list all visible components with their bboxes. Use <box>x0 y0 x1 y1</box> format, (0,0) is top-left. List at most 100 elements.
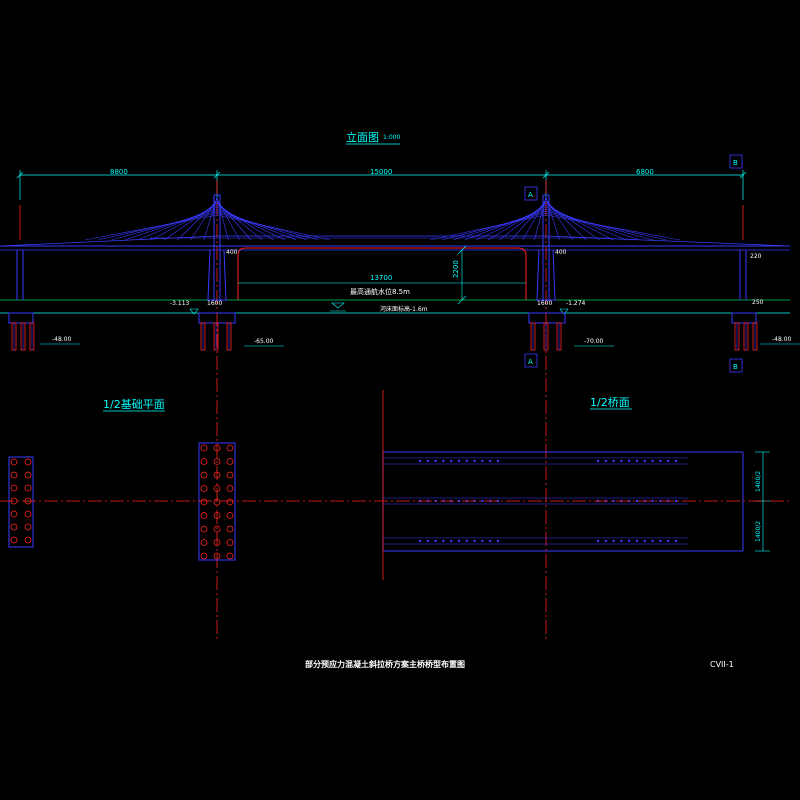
cable-anchor <box>442 459 445 463</box>
stay-cable <box>545 214 681 241</box>
cable-anchor <box>481 459 484 463</box>
stay-cable <box>216 206 285 241</box>
section-b-marker-bottom <box>729 358 743 373</box>
level-left-label: -3.113 <box>170 300 190 307</box>
pile-circle <box>213 444 221 452</box>
tower-right <box>542 194 550 300</box>
right-pier-top-label: 400 <box>555 249 567 256</box>
section-a-marker-top <box>524 186 538 201</box>
cable-anchor <box>667 459 670 463</box>
stay-cable <box>216 208 297 241</box>
pile-circle <box>226 498 234 506</box>
cable-anchor <box>604 539 607 543</box>
pile-circle <box>200 512 208 519</box>
pile-circle <box>213 458 221 465</box>
bridge-deck <box>0 235 791 251</box>
level-left-symbol <box>189 308 199 315</box>
cable-anchor <box>674 499 678 503</box>
cable-anchor <box>473 459 476 463</box>
stay-cable <box>164 202 218 241</box>
cable-anchor <box>612 459 615 463</box>
cable-anchor <box>442 539 445 543</box>
pile-circle <box>200 552 208 560</box>
stay-cable <box>545 202 600 241</box>
pile-circle <box>213 552 221 560</box>
cable-anchor <box>674 539 678 543</box>
clear-span-label: 13700 <box>370 274 392 282</box>
cable-anchor <box>659 459 662 463</box>
stay-cable <box>84 214 218 241</box>
right-cap-width-label: 1600 <box>537 300 552 307</box>
end-cap-plan-left <box>8 456 34 548</box>
pile-circle <box>213 525 221 533</box>
cable-anchor <box>473 539 476 543</box>
cable-anchor <box>620 459 623 463</box>
cable-anchor <box>635 539 639 543</box>
stay-cable <box>124 208 218 241</box>
stay-cable <box>545 196 560 241</box>
section-a-marker-bottom <box>524 353 538 368</box>
end-pier-right <box>731 250 757 324</box>
stay-cables-left <box>84 196 331 241</box>
cable-anchor <box>426 459 429 463</box>
pile-circle <box>24 536 32 544</box>
pile-circle <box>226 512 234 519</box>
pile-circle <box>226 458 234 465</box>
pile-circle <box>200 539 208 546</box>
stay-cable <box>453 210 547 241</box>
tower-pier-right <box>528 249 566 324</box>
end-pier-base-label: 250 <box>752 299 764 306</box>
stay-cable <box>203 196 218 241</box>
stay-cable <box>476 206 547 241</box>
deck-width-upper-label: 1400/2 <box>755 471 762 492</box>
foundation-piles <box>11 322 758 351</box>
pile-tip-right-tower: -70.00 <box>584 338 604 345</box>
cable-anchor <box>643 539 646 543</box>
stay-cable <box>545 206 627 241</box>
deck-plan-title: 1/2桥面 <box>590 396 630 409</box>
cable-anchor <box>457 539 461 543</box>
end-pier-left <box>8 250 34 324</box>
stay-cable <box>216 214 331 241</box>
section-b-marker-top <box>729 154 743 169</box>
pile-circle <box>226 471 234 479</box>
riverbed-level-label: 河床面标高-1.6m <box>380 305 428 313</box>
stay-cable <box>216 210 308 241</box>
pile-circle <box>213 539 221 546</box>
pile-circle <box>200 444 208 452</box>
stay-cable <box>137 206 218 241</box>
cable-anchor <box>434 459 437 463</box>
pile-circle <box>213 498 221 506</box>
pile-circle <box>200 458 208 465</box>
pile-tip-left-tower: -65.00 <box>254 338 274 345</box>
pile-circle <box>226 552 234 560</box>
cable-anchor <box>659 539 662 543</box>
cable-anchor <box>635 459 639 463</box>
pile-plan-circles <box>10 444 234 560</box>
cable-anchor <box>489 539 492 543</box>
cable-anchor <box>596 459 600 463</box>
pile-circle <box>10 471 18 479</box>
stay-cable <box>545 204 614 241</box>
tower-left <box>213 194 221 300</box>
cable-anchor <box>667 539 670 543</box>
span-label-left: 8800 <box>110 168 128 176</box>
elevation-scale: 1:000 <box>383 134 400 141</box>
level-right-symbol <box>559 308 569 315</box>
navigation-level-label: 最高通航水位8.5m <box>350 287 410 296</box>
pile-circle <box>226 525 234 533</box>
drawing-title: 部分预应力混凝土斜拉桥方案主桥桥型布置图 <box>305 659 465 669</box>
deck-plan-view: 1/2桥面 1400/2 1400/2 <box>382 396 770 552</box>
pile-circle <box>24 458 32 466</box>
pile-circle <box>213 512 221 519</box>
cable-anchor <box>674 459 678 463</box>
elevation-title: 立面图 <box>346 130 379 144</box>
cable-anchor <box>457 459 461 463</box>
pile-circle <box>213 485 221 492</box>
pile-circle <box>10 458 18 466</box>
pile-tip-right-end: -48.00 <box>772 336 792 343</box>
pile-circle <box>226 444 234 452</box>
cable-anchor <box>604 459 607 463</box>
section-b-label-top: B <box>733 159 738 167</box>
